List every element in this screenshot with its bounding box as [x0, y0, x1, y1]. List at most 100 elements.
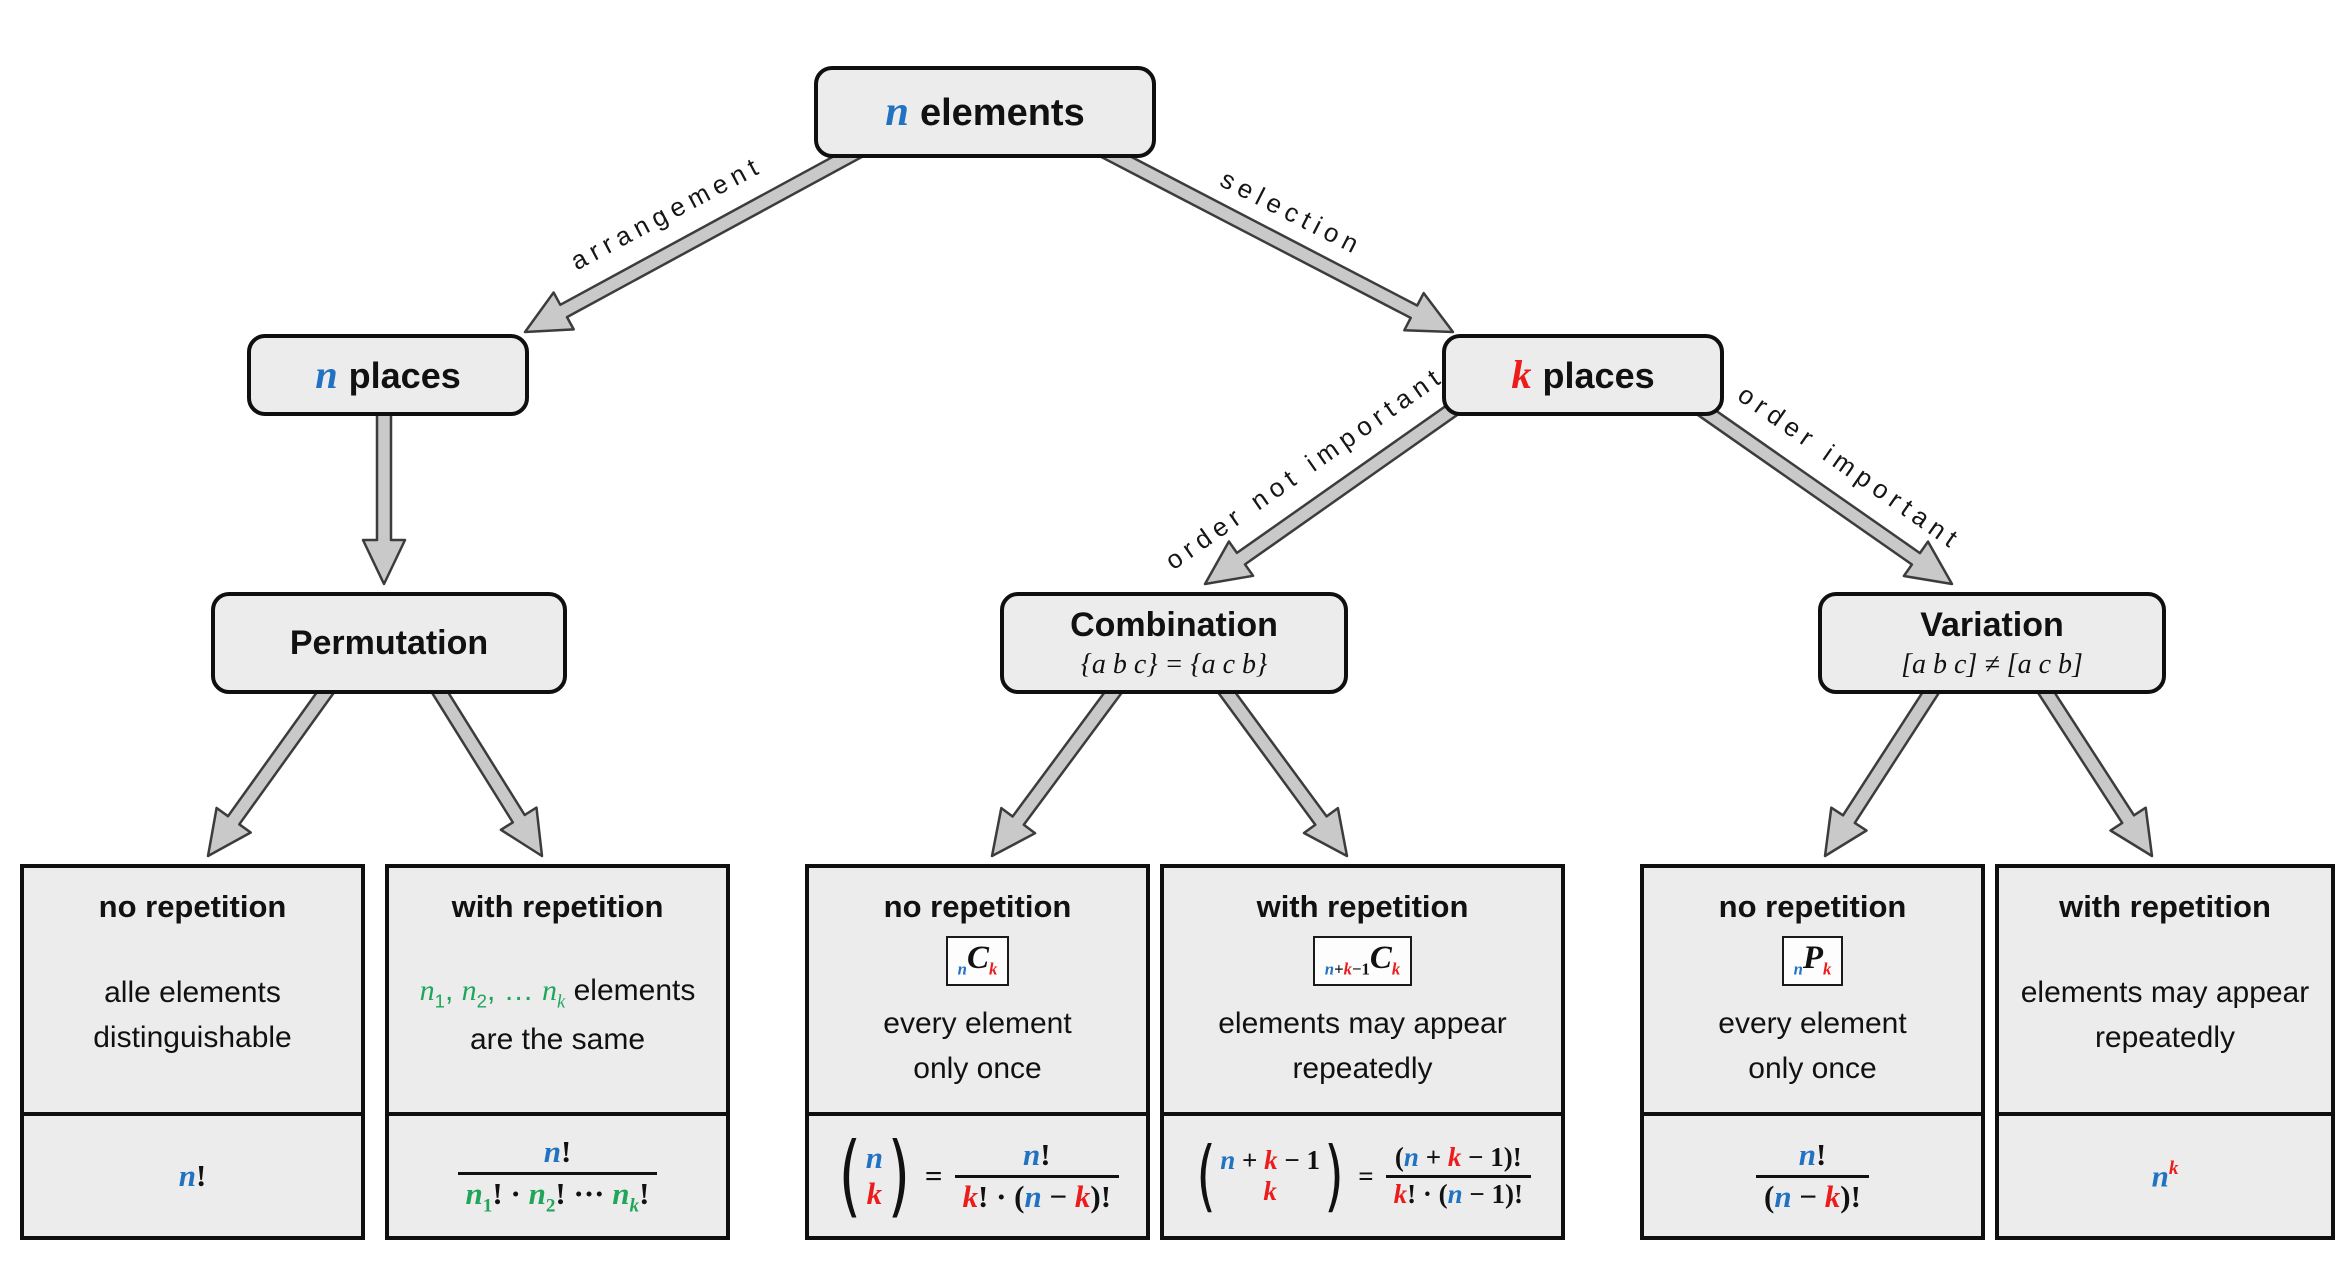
- math-token: k: [557, 991, 566, 1013]
- leaf-title: with repetition: [2059, 889, 2271, 924]
- leaf-formula: n! n1! · n2! ··· nk!: [389, 1112, 726, 1236]
- math-token: −1: [1351, 959, 1370, 979]
- math-token: − 1: [1277, 1144, 1320, 1175]
- math-token: − 1)!: [1462, 1179, 1524, 1209]
- math-token: n: [2151, 1158, 2169, 1194]
- close-paren: ): [887, 1123, 911, 1228]
- node-title: Combination: [1070, 605, 1278, 644]
- binomial-column: n + k − 1 k: [1220, 1145, 1320, 1207]
- desc-line: alle elements: [104, 970, 281, 1015]
- arrow: [361, 406, 407, 586]
- leaf-title: with repetition: [451, 889, 664, 924]
- math-token: k: [2168, 1157, 2179, 1179]
- binomial-top: n + k − 1: [1220, 1145, 1320, 1176]
- node-k-places: k places: [1442, 334, 1724, 416]
- math-token: n: [461, 974, 477, 1008]
- open-paren: (: [838, 1123, 861, 1228]
- math-token: elements may appear: [2020, 976, 2310, 1010]
- open-paren: (: [1196, 1129, 1216, 1221]
- node-n-places: n places: [247, 334, 529, 416]
- node-combination: Combination {a b c} = {a c b}: [1000, 592, 1348, 694]
- math-token: ! · (: [1407, 1179, 1448, 1209]
- formula: n!: [179, 1158, 207, 1194]
- math-token: n: [1447, 1179, 1463, 1209]
- math-token: (: [1764, 1179, 1775, 1214]
- math-token: k: [866, 1176, 883, 1211]
- binomial-formula: ( n + k − 1 k ) = (n + k − 1)! k! · (n −…: [1194, 1136, 1532, 1214]
- leaf-title: no repetition: [98, 889, 287, 924]
- leaf-formula: ( n + k − 1 k ) = (n + k − 1)! k! · (n −…: [1164, 1112, 1561, 1236]
- desc-line: n1, n2, … nk elements: [420, 968, 696, 1016]
- math-token: n: [1793, 959, 1803, 979]
- arrow: [990, 680, 1125, 858]
- math-token: − 1)!: [1461, 1141, 1522, 1172]
- math-token: n: [865, 1140, 883, 1176]
- desc-line: elements may appear: [2021, 970, 2310, 1015]
- math-token: repeatedly: [1292, 1052, 1433, 1086]
- fraction-numerator: n!: [1015, 1137, 1059, 1173]
- math-token: 1: [482, 1195, 493, 1217]
- arrow: [523, 142, 865, 334]
- math-token: k: [629, 1195, 640, 1217]
- node-title: n places: [315, 354, 461, 395]
- math-token: only once: [1748, 1052, 1877, 1086]
- math-token: repeatedly: [2094, 1021, 2236, 1055]
- math-token: n: [1220, 1144, 1236, 1175]
- math-token: n: [178, 1158, 196, 1193]
- math-token: −: [1791, 1179, 1825, 1214]
- math-token: ! ···: [555, 1175, 613, 1211]
- leaf-variation-with-repetition: with repetition elements may appear repe…: [1995, 864, 2335, 1240]
- math-token: 2: [545, 1195, 556, 1217]
- node-n-elements: n elements: [814, 66, 1156, 158]
- leaf-permutation-with-repetition: with repetition n1, n2, … nk elements ar…: [385, 864, 730, 1240]
- leaf-desc: alle elements distinguishable: [87, 924, 297, 1112]
- math-token: P: [1802, 940, 1824, 977]
- fraction-numerator: (n + k − 1)!: [1387, 1142, 1530, 1173]
- fraction: (n + k − 1)! k ! · (n − 1)!: [1385, 1142, 1532, 1210]
- math-token: n: [1024, 1179, 1042, 1214]
- node-title: n elements: [885, 90, 1084, 134]
- binomial-bottom: k: [867, 1176, 883, 1212]
- fraction-denominator: (n − k)!: [1756, 1175, 1869, 1215]
- leaf-desc: n1, n2, … nk elements are the same: [414, 924, 702, 1112]
- node-subtitle: {a b c} = {a c b}: [1080, 649, 1268, 681]
- desc-line: only once: [1748, 1046, 1876, 1091]
- math-token: n: [1023, 1137, 1041, 1173]
- notation-badge-nCk: nCk: [945, 936, 1010, 987]
- math-token: +: [1418, 1141, 1448, 1172]
- binomial-formula: ( n k ) = n! k! · (n − k)!: [836, 1131, 1120, 1221]
- math-token: k: [1823, 959, 1832, 979]
- math-token: elements: [565, 974, 696, 1008]
- desc-line: repeatedly: [2095, 1015, 2235, 1060]
- math-token: C: [966, 940, 989, 977]
- math-token: k: [1447, 1141, 1462, 1172]
- leaf-formula: n! (n − k)!: [1644, 1112, 1981, 1236]
- node-label: places: [1542, 354, 1655, 396]
- math-token: elements may appear: [1218, 1007, 1507, 1041]
- math-token: ! · (: [978, 1179, 1025, 1214]
- math-token: n: [957, 959, 967, 979]
- fraction: n! k! · (n − k)!: [954, 1137, 1120, 1215]
- math-token: !: [639, 1175, 650, 1211]
- fraction-denominator: k! · (n − k)!: [954, 1175, 1120, 1215]
- arrow: [1823, 680, 1943, 858]
- binomial-column: n k: [866, 1140, 883, 1211]
- node-title: Permutation: [289, 623, 489, 662]
- leaf-title: no repetition: [1718, 889, 1907, 924]
- binomial-bottom: k: [1263, 1176, 1277, 1207]
- node-title: k places: [1511, 354, 1655, 396]
- math-token: n: [542, 974, 558, 1008]
- node-subtitle: [a b c] ≠ [a c b]: [1901, 649, 2083, 681]
- leaf-variation-no-repetition: no repetition nPk every element only onc…: [1640, 864, 1985, 1240]
- formula: nk: [2152, 1158, 2179, 1194]
- leaf-formula: n!: [24, 1112, 361, 1236]
- math-token: n: [1324, 959, 1335, 979]
- close-paren: ): [1324, 1129, 1344, 1221]
- desc-line: repeatedly: [1292, 1046, 1432, 1091]
- math-token: C: [1369, 940, 1392, 977]
- math-token: distinguishable: [93, 1021, 292, 1055]
- math-token: , …: [487, 974, 543, 1008]
- math-token: n: [528, 1175, 546, 1211]
- math-token: !: [1040, 1137, 1051, 1173]
- math-token: !: [560, 1134, 572, 1170]
